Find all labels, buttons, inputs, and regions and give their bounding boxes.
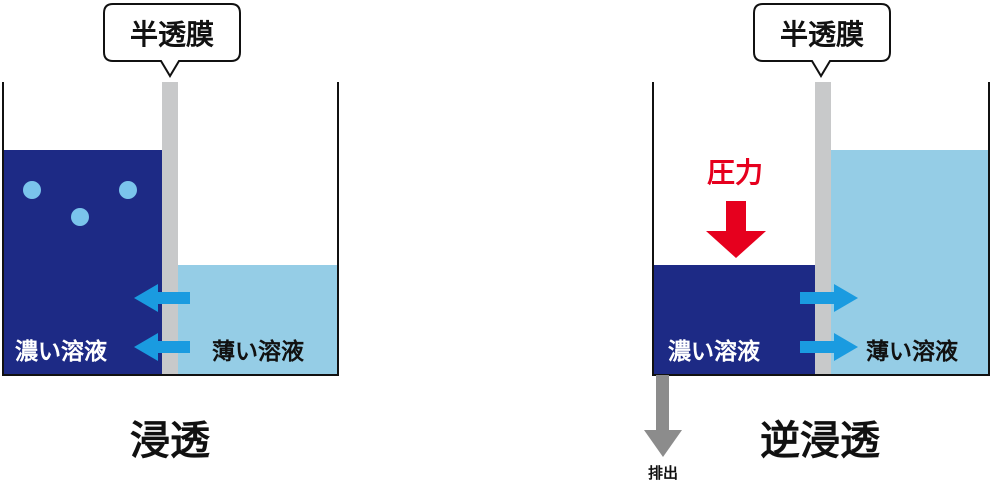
- membrane-label: 半透膜: [130, 18, 214, 51]
- discharge-label: 排出: [648, 464, 678, 482]
- semipermeable-membrane: [162, 82, 178, 375]
- water-flow-arrow-right-icon: [800, 284, 858, 312]
- container: [652, 82, 990, 376]
- reverse-osmosis-panel: 圧力 濃い溶液 薄い溶液 排出 半透膜: [644, 3, 990, 482]
- pressure-label: 圧力: [707, 156, 763, 189]
- container: [2, 82, 339, 376]
- membrane-callout: 半透膜: [103, 3, 241, 78]
- water-flow-arrow-right-icon: [800, 333, 858, 361]
- water-flow-arrow-left-icon: [134, 333, 190, 361]
- membrane-label: 半透膜: [780, 18, 864, 51]
- water-flow-arrow-left-icon: [134, 284, 190, 312]
- solute-particle: [119, 181, 137, 199]
- solute-particle: [23, 181, 41, 199]
- osmosis-title: 浸透: [130, 418, 210, 464]
- concentrated-solution: [653, 265, 815, 375]
- dilute-solution-label: 薄い溶液: [866, 338, 958, 365]
- discharge-arrow-down-icon: [644, 375, 682, 457]
- dilute-solution: [178, 265, 338, 375]
- concentrated-solution-label: 濃い溶液: [668, 338, 760, 365]
- pressure-arrow-down-icon: [706, 201, 766, 258]
- reverse-osmosis-title: 逆浸透: [760, 418, 880, 464]
- solute-particle: [71, 208, 89, 226]
- membrane-callout: 半透膜: [753, 3, 891, 78]
- semipermeable-membrane: [815, 82, 831, 375]
- concentrated-solution-label: 濃い溶液: [15, 338, 107, 365]
- dilute-solution-label: 薄い溶液: [212, 338, 304, 365]
- dilute-solution: [831, 150, 989, 375]
- osmosis-panel: 濃い溶液 薄い溶液 半透膜: [2, 3, 339, 376]
